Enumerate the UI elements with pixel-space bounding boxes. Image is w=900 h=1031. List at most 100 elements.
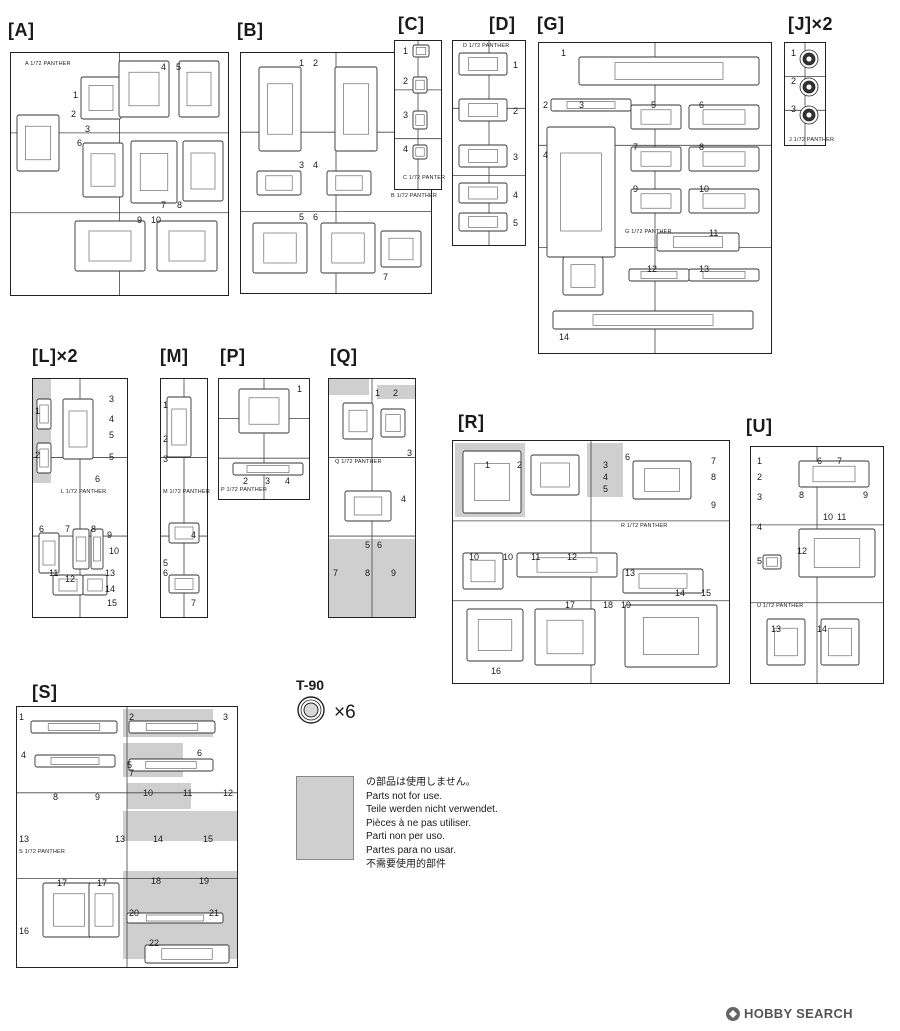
kit-part-detail: [415, 114, 425, 126]
road-wheel: [805, 55, 813, 63]
part-number: 7: [129, 768, 135, 778]
kit-part: [630, 146, 682, 172]
kit-part-detail: [570, 264, 596, 288]
part-number: 10: [699, 184, 710, 194]
part-number: 13: [19, 834, 30, 844]
part-number: 12: [567, 552, 578, 562]
kit-part: [232, 462, 304, 476]
part-number: 1: [403, 46, 409, 56]
kit-part-detail: [39, 404, 49, 424]
kit-part: [166, 396, 192, 458]
part-number: 16: [491, 666, 502, 676]
part-number: 3: [757, 492, 763, 502]
part-number: 9: [95, 792, 101, 802]
part-number: 7: [633, 142, 639, 152]
part-number: 7: [711, 456, 717, 466]
kit-part-detail: [702, 193, 746, 209]
kit-part-detail: [58, 578, 78, 592]
kit-part-detail: [47, 723, 101, 731]
part-number: 14: [153, 834, 164, 844]
unused-parts-legend: の部品は使用しません。 Parts not for use. Teile wer…: [366, 776, 498, 871]
part-number: 1: [757, 456, 763, 466]
sprue-title-q: [Q]: [330, 346, 358, 366]
kit-part-detail: [702, 109, 746, 125]
kit-part-detail: [174, 578, 194, 590]
kit-part: [632, 460, 692, 500]
part-number: 12: [65, 574, 76, 584]
kit-part-detail: [702, 271, 746, 279]
kit-part-detail: [263, 232, 297, 264]
part-number: 3: [513, 152, 519, 162]
part-number: 10: [109, 546, 120, 556]
part-number: 7: [837, 456, 843, 466]
part-number: 1: [35, 406, 41, 416]
kit-part-detail: [415, 47, 427, 55]
part-number: 21: [209, 908, 220, 918]
part-number: 12: [647, 264, 658, 274]
kit-part: [342, 402, 374, 440]
part-number: 2: [129, 712, 135, 722]
kit-part-detail: [145, 914, 205, 922]
kit-part: [688, 104, 760, 130]
kit-part: [156, 220, 218, 272]
kit-part-detail: [139, 153, 169, 191]
kit-part: [88, 882, 120, 938]
sprue-title-d: [D]: [489, 14, 516, 34]
sprue-title-g: [G]: [537, 14, 565, 34]
kit-part-detail: [643, 617, 699, 655]
kit-part: [34, 754, 116, 768]
kit-part: [820, 618, 860, 666]
part-number: 2: [243, 476, 249, 486]
kit-part-detail: [93, 536, 101, 562]
part-number: 6: [163, 568, 169, 578]
part-number: 13: [105, 568, 116, 578]
sprue-drawing-g: [539, 43, 771, 353]
sprue-drawing-d: [453, 41, 525, 245]
part-number: 7: [333, 568, 339, 578]
part-number: 3: [407, 448, 413, 458]
part-number: 3: [265, 476, 271, 486]
part-number: 9: [107, 530, 113, 540]
sprue-tag: M 1/72 PANTHER: [163, 489, 211, 495]
part-number: 10: [469, 552, 480, 562]
part-number: 15: [203, 834, 214, 844]
kit-part-detail: [415, 79, 425, 91]
kit-part: [562, 256, 604, 296]
sprue-title-p: [P]: [220, 346, 246, 366]
part-number: 9: [711, 500, 717, 510]
part-number: 12: [223, 788, 234, 798]
legend-line-es: Partes para no usar.: [366, 844, 457, 856]
kit-part-detail: [592, 314, 714, 326]
kit-part: [72, 528, 90, 570]
part-number: 14: [559, 332, 570, 342]
kit-part: [462, 450, 522, 514]
part-number: 6: [625, 452, 631, 462]
kit-part: [344, 490, 392, 522]
unused-parts-swatch: [296, 776, 354, 860]
part-number: 8: [53, 792, 59, 802]
part-number: 19: [621, 600, 632, 610]
sprue-tag: L 1/72 PANTHER: [61, 489, 107, 495]
kit-part-detail: [331, 232, 365, 264]
kit-part-detail: [248, 397, 280, 425]
part-number: 1: [297, 384, 303, 394]
part-number: 4: [109, 414, 115, 424]
kit-part-detail: [145, 723, 199, 731]
kit-part: [178, 60, 220, 118]
sprue-drawing-j: [785, 43, 825, 145]
unused-region: [587, 443, 623, 497]
part-number: 6: [817, 456, 823, 466]
kit-part-detail: [702, 151, 746, 167]
kit-part-detail: [353, 496, 383, 516]
part-number: 3: [299, 160, 305, 170]
tire-icon: [297, 696, 325, 724]
kit-part: [688, 268, 760, 282]
kit-part: [42, 882, 96, 938]
part-number: 13: [625, 568, 636, 578]
kit-part-detail: [267, 83, 293, 135]
part-number: 15: [701, 588, 712, 598]
legend-line-fr: Pièces à ne pas utiliser.: [366, 817, 472, 829]
part-number: 2: [403, 76, 409, 86]
kit-part-detail: [39, 448, 49, 468]
